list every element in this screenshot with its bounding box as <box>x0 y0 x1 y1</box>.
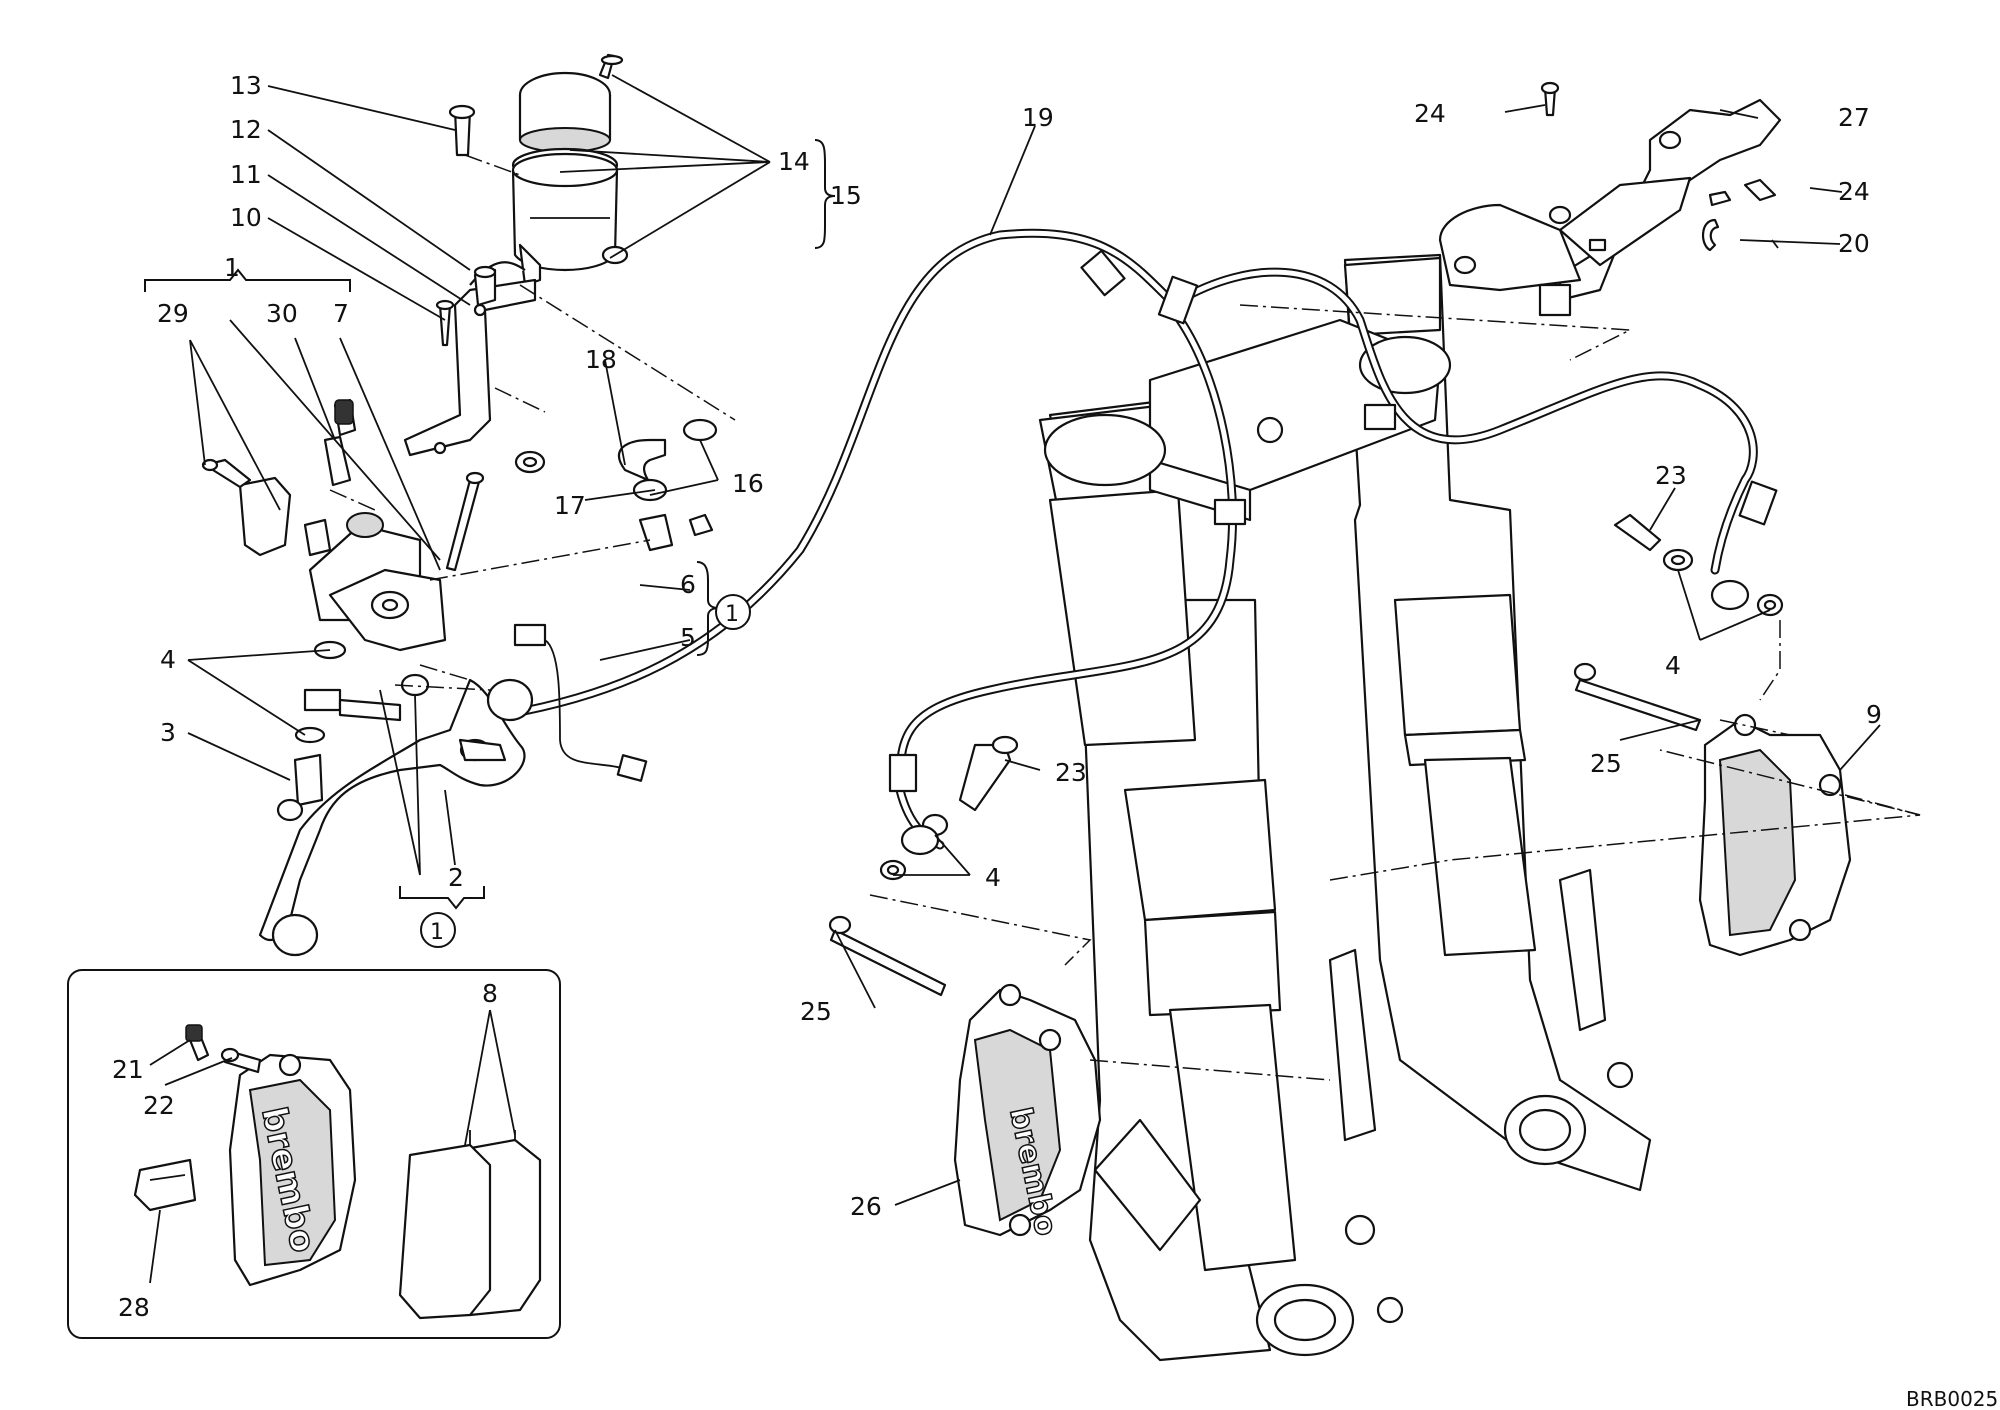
callout-13: 13 <box>230 71 262 100</box>
reservoir-bracket <box>403 261 537 457</box>
callout-4-right: 4 <box>1665 651 1681 680</box>
callout-29: 29 <box>157 299 189 328</box>
callout-14: 14 <box>778 147 810 176</box>
callout-28: 28 <box>118 1293 150 1322</box>
circled-ref-label-bottom: 1 <box>430 920 444 945</box>
circled-ref-label-right: 1 <box>725 602 739 627</box>
callout-23-left: 23 <box>1055 758 1087 787</box>
inset-caliper <box>228 1053 357 1287</box>
callout-18: 18 <box>585 345 617 374</box>
left-caliper-pin <box>828 915 947 997</box>
callout-9: 9 <box>1866 700 1882 729</box>
callout-8: 8 <box>482 979 498 1008</box>
diagram-code: BRB00251 <box>1906 1387 2000 1410</box>
brake-fluid-reservoir <box>511 53 629 287</box>
callout-23-right: 23 <box>1655 461 1687 490</box>
callout-25-right: 25 <box>1590 749 1622 778</box>
right-caliper-pin <box>1573 662 1702 732</box>
callout-5: 5 <box>680 623 696 652</box>
reservoir-hose <box>618 418 718 552</box>
brake-light-switch <box>513 623 648 782</box>
callout-leader-lines <box>149 74 1881 1284</box>
callout-11: 11 <box>230 160 262 189</box>
callout-4-left: 4 <box>160 645 176 674</box>
left-fork-leg <box>1038 398 1404 1362</box>
right-banjo-bolt <box>1613 513 1784 617</box>
brake-pad-pair <box>398 1130 542 1320</box>
callout-24-right: 24 <box>1838 177 1870 206</box>
callout-2: 2 <box>448 863 464 892</box>
callout-16: 16 <box>732 469 764 498</box>
brake-lever <box>258 678 534 957</box>
brake-hoses <box>465 228 1778 850</box>
callout-4-center: 4 <box>985 863 1001 892</box>
callout-22: 22 <box>143 1091 175 1120</box>
bleed-valve <box>185 1024 262 1074</box>
callout-24-top: 24 <box>1414 99 1446 128</box>
hose-clip <box>1702 218 1720 252</box>
brake-pads-inset: brembo <box>67 969 561 1339</box>
master-cylinder <box>238 476 447 652</box>
callout-19: 19 <box>1022 103 1054 132</box>
right-fork-leg <box>1343 253 1652 1192</box>
callout-10: 10 <box>230 203 262 232</box>
pad-spring <box>133 1158 197 1212</box>
callout-3: 3 <box>160 718 176 747</box>
bracket-screws <box>435 104 546 474</box>
left-brake-caliper: brembo <box>953 983 1102 1240</box>
callout-numbers: 13 12 11 10 14 15 19 24 27 24 20 1 29 30… <box>112 71 1882 1322</box>
callout-21: 21 <box>112 1055 144 1084</box>
callout-12: 12 <box>230 115 262 144</box>
callout-1-top: 1 <box>224 253 240 282</box>
front-fork-assembly <box>1038 253 1652 1362</box>
callout-17: 17 <box>554 491 586 520</box>
circled-reference-1-right: 1 <box>715 594 751 630</box>
callout-30: 30 <box>266 299 298 328</box>
callout-6: 6 <box>680 570 696 599</box>
callout-20: 20 <box>1838 229 1870 258</box>
callout-27: 27 <box>1838 103 1870 132</box>
callout-26: 26 <box>850 1192 882 1221</box>
callout-7: 7 <box>333 299 349 328</box>
master-cylinder-fasteners <box>201 398 485 822</box>
callout-25-left: 25 <box>800 997 832 1026</box>
hose-guide-bracket <box>1438 81 1782 317</box>
callout-15: 15 <box>830 181 862 210</box>
right-brake-caliper <box>1698 713 1852 957</box>
circled-reference-1-bottom: 1 <box>420 912 456 948</box>
assembly-center-lines <box>329 154 1921 1081</box>
